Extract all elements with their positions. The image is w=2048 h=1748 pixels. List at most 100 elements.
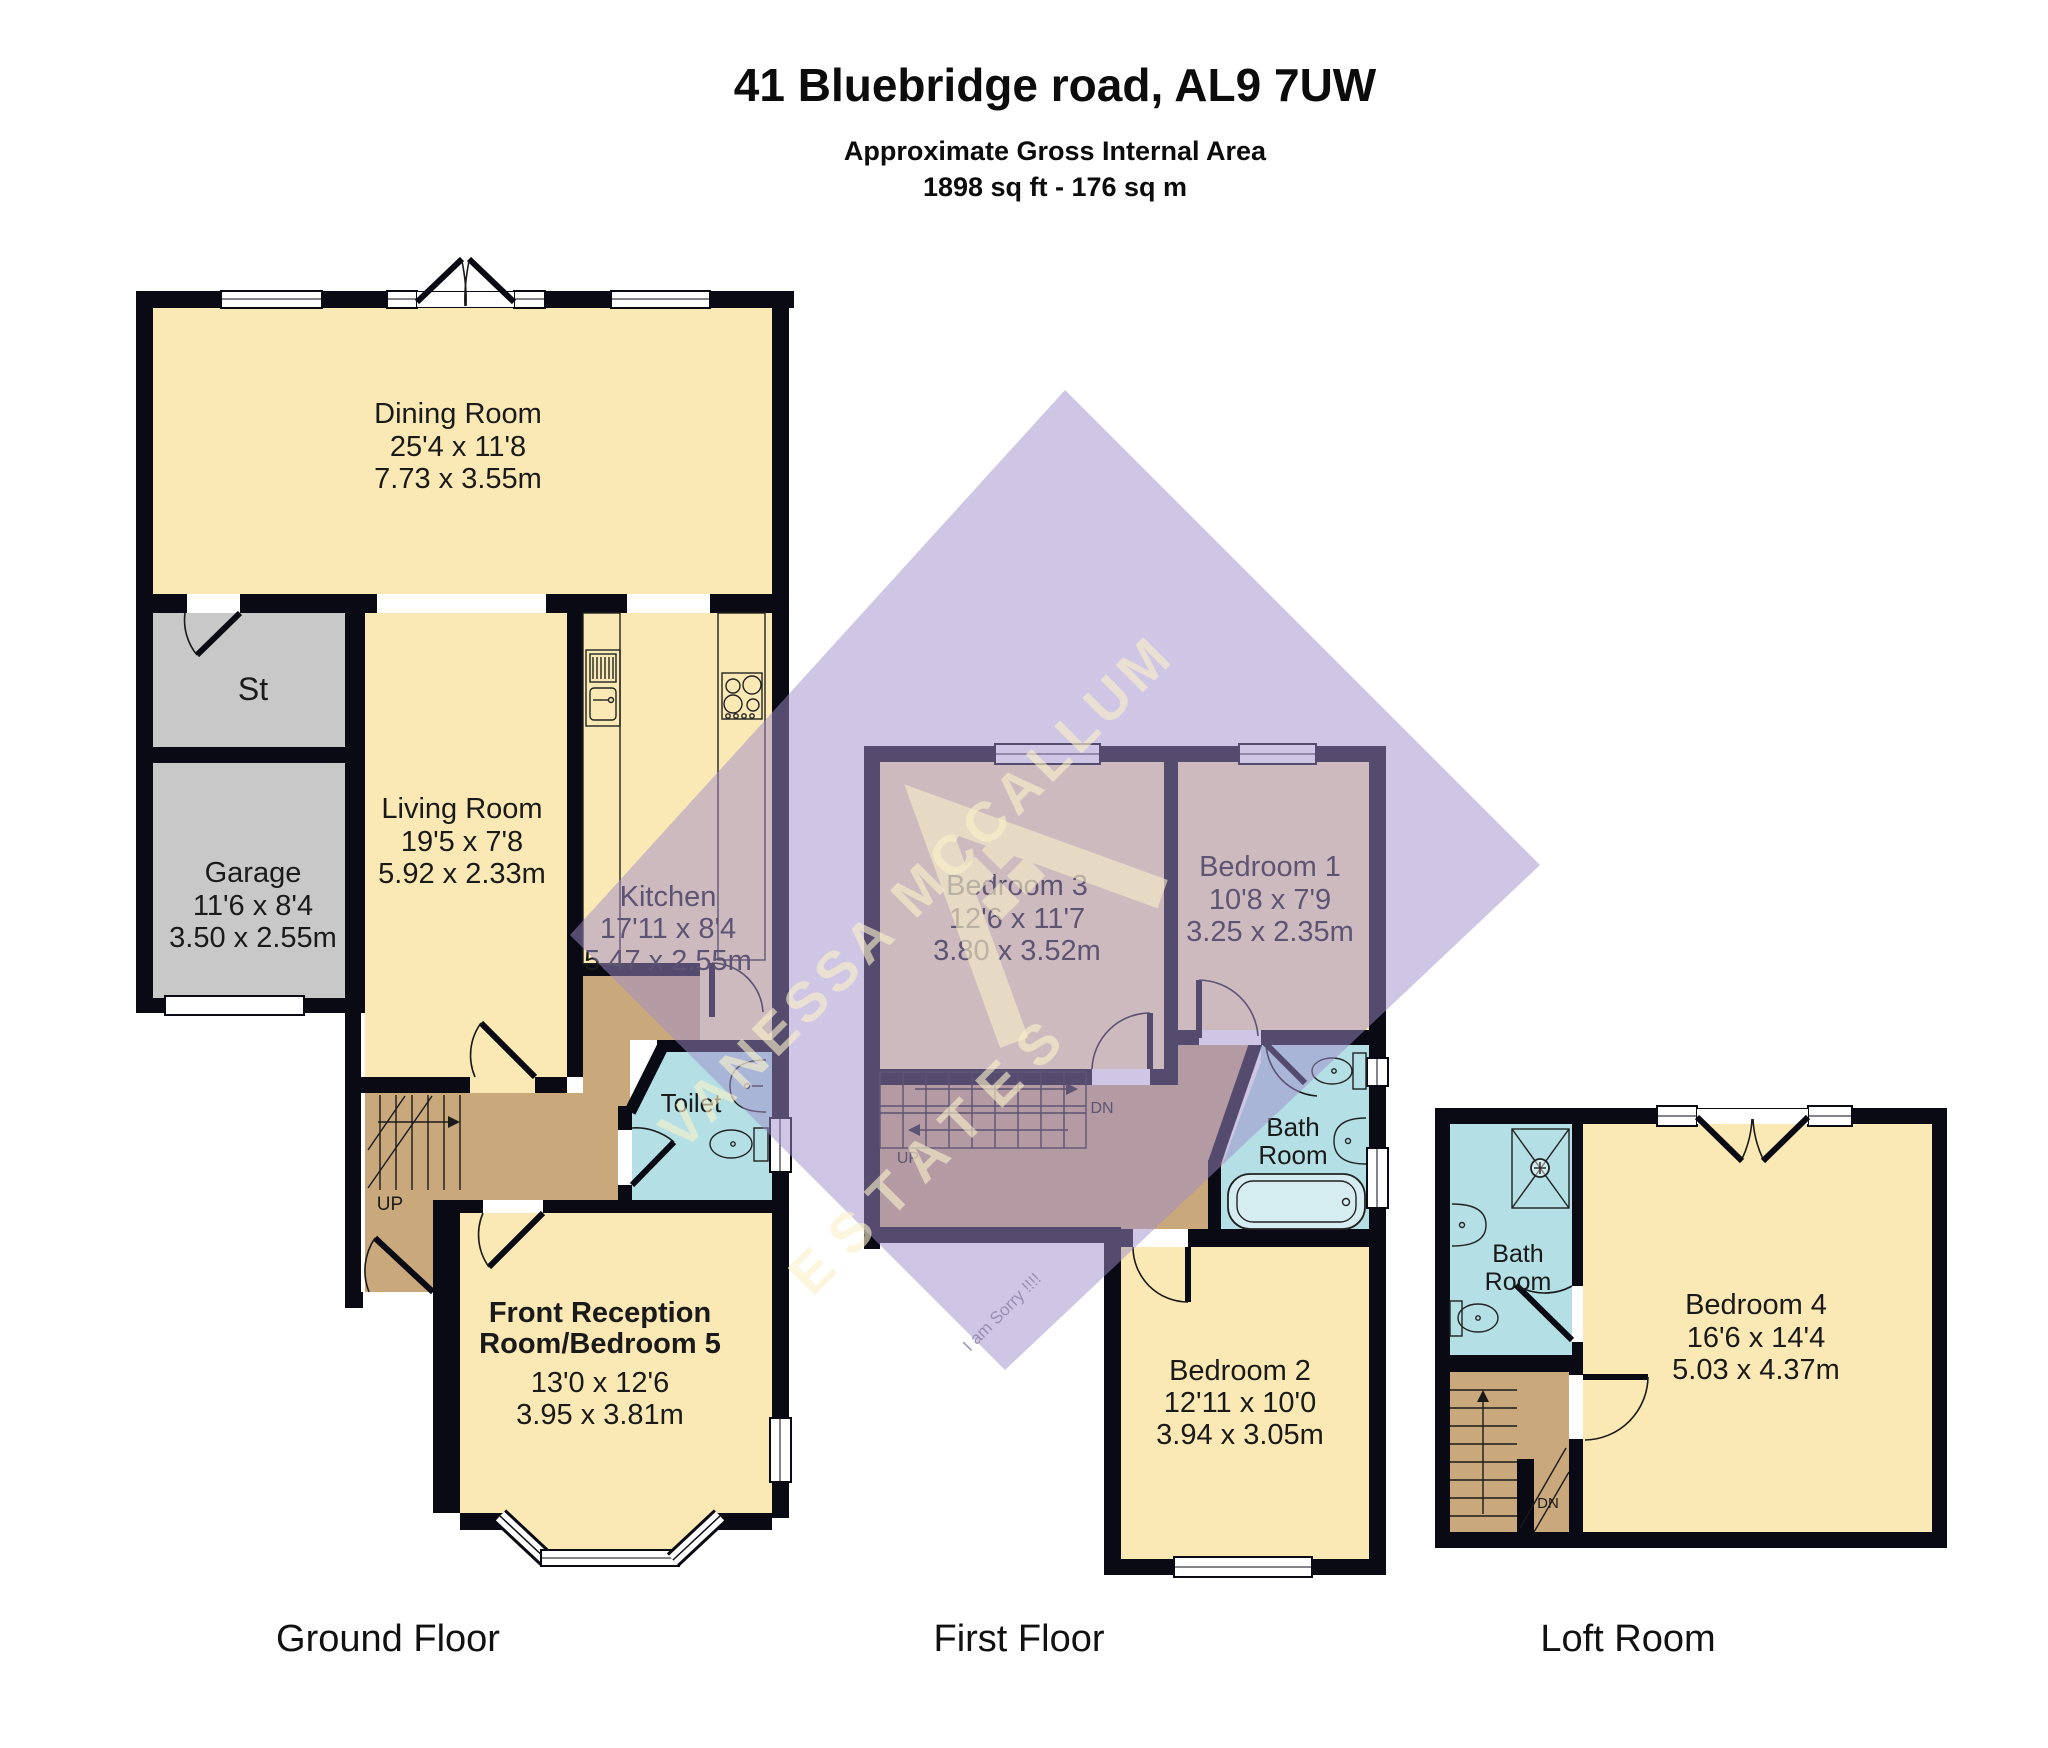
living-room-label: Living Room xyxy=(381,793,542,825)
garage-door-icon xyxy=(164,995,305,1016)
wall xyxy=(1104,1227,1121,1575)
wall xyxy=(567,613,583,1077)
caption-ground-floor: Ground Floor xyxy=(276,1618,500,1660)
bathroom-loft-label2: Room xyxy=(1485,1268,1552,1296)
front-reception-label2: Room/Bedroom 5 xyxy=(479,1328,721,1360)
bedroom1-label: Bedroom 1 xyxy=(1199,851,1341,883)
caption-first-floor: First Floor xyxy=(933,1618,1105,1660)
wall xyxy=(345,594,365,1013)
storage-label: St xyxy=(238,671,268,707)
living-room-metric: 5.92 x 2.33m xyxy=(378,858,546,890)
wall xyxy=(546,594,627,613)
door-living xyxy=(469,1020,538,1080)
bedroom4-room xyxy=(1583,1124,1932,1532)
bay-window-icon xyxy=(493,1509,727,1567)
living-room xyxy=(365,613,567,1093)
living-room-imperial: 19'5 x 7'8 xyxy=(401,826,523,858)
door-bedroom4 xyxy=(1569,1374,1649,1441)
wall xyxy=(535,1077,567,1093)
window xyxy=(513,290,546,309)
window xyxy=(220,290,323,309)
garage-metric: 3.50 x 2.55m xyxy=(169,922,337,954)
bathroom-loft-label1: Bath xyxy=(1492,1240,1543,1268)
wall xyxy=(433,1213,460,1513)
window xyxy=(610,290,711,309)
bedroom1-imperial: 10'8 x 7'9 xyxy=(1209,884,1331,916)
wall xyxy=(136,594,377,613)
stairs-up-label: UP xyxy=(897,1150,919,1167)
wall xyxy=(657,1040,772,1052)
bedroom2-imperial: 12'11 x 10'0 xyxy=(1164,1387,1316,1419)
bedroom3-label: Bedroom 3 xyxy=(946,870,1088,902)
bedroom2-label: Bedroom 2 xyxy=(1169,1355,1311,1387)
kitchen-imperial: 17'11 x 8'4 xyxy=(600,913,736,945)
bathtub-icon xyxy=(1227,1173,1366,1230)
bedroom3-imperial: 12'6 x 11'7 xyxy=(949,903,1085,935)
toilet-label: Toilet xyxy=(661,1088,722,1118)
window xyxy=(1656,1105,1698,1127)
wall xyxy=(136,747,361,763)
wall xyxy=(1435,1108,1450,1548)
wall xyxy=(345,1077,470,1093)
wall xyxy=(1517,1459,1534,1532)
bedroom2-metric: 3.94 x 3.05m xyxy=(1156,1419,1324,1451)
first-floor-plan: Bedroom 3 12'6 x 11'7 3.80 x 3.52m Bedro… xyxy=(864,743,1389,1578)
garage-label: Garage xyxy=(205,857,302,889)
wall xyxy=(864,1227,1120,1243)
window xyxy=(1366,1147,1389,1209)
stairs-dn-label: DN xyxy=(1090,1100,1113,1117)
wall xyxy=(460,1513,503,1530)
wall xyxy=(1932,1108,1947,1548)
wall xyxy=(1572,1124,1583,1372)
storage-room xyxy=(153,613,345,747)
kitchen-label: Kitchen xyxy=(620,881,717,913)
loft-plan: Bath Room Bedroom 4 16'6 x 14'4 5.03 x 4… xyxy=(1435,1105,1947,1548)
wall xyxy=(1208,1160,1221,1235)
bathroom-first-label1: Bath xyxy=(1266,1112,1320,1142)
kitchen-metric: 5.47 x 2.55m xyxy=(584,945,752,977)
wall xyxy=(345,1013,361,1308)
garage-imperial: 11'6 x 8'4 xyxy=(193,890,313,922)
bathroom-first-label2: Room xyxy=(1258,1140,1327,1170)
bedroom3-metric: 3.80 x 3.52m xyxy=(933,935,1101,967)
window xyxy=(1238,743,1317,765)
wall xyxy=(136,291,153,1013)
wall xyxy=(1435,1532,1947,1548)
dining-room-label: Dining Room xyxy=(374,398,542,430)
wall xyxy=(710,594,772,613)
caption-loft-room: Loft Room xyxy=(1540,1618,1716,1660)
window xyxy=(994,743,1101,765)
bedroom4-label: Bedroom 4 xyxy=(1685,1289,1827,1321)
french-doors-icon xyxy=(414,256,517,307)
bedroom1-metric: 3.25 x 2.35m xyxy=(1186,916,1354,948)
wall xyxy=(1164,762,1178,1069)
front-reception-metric: 3.95 x 3.81m xyxy=(516,1399,684,1431)
page-area: 1898 sq ft - 176 sq m xyxy=(922,172,1188,202)
window xyxy=(1173,1556,1313,1578)
window xyxy=(1807,1105,1853,1127)
bedroom4-imperial: 16'6 x 14'4 xyxy=(1687,1322,1825,1354)
window xyxy=(1366,1057,1389,1087)
wall xyxy=(1450,1355,1583,1372)
window xyxy=(769,1117,792,1173)
stairs-loft xyxy=(1450,1389,1570,1533)
front-door xyxy=(363,1235,436,1308)
page-title: 41 Bluebridge road, AL9 7UW xyxy=(733,59,1377,111)
front-reception-imperial: 13'0 x 12'6 xyxy=(531,1367,669,1399)
window xyxy=(769,1417,792,1483)
garage-room xyxy=(153,763,345,998)
wall xyxy=(864,746,880,1249)
door-front-reception xyxy=(477,1200,546,1270)
stairs-up-label: UP xyxy=(377,1194,403,1215)
dining-room-metric: 7.73 x 3.55m xyxy=(374,463,542,495)
bedroom4-metric: 5.03 x 4.37m xyxy=(1672,1354,1840,1386)
stairs-ground xyxy=(367,1095,461,1190)
stairs-dn-label: DN xyxy=(1537,1495,1559,1512)
page-subtitle: Approximate Gross Internal Area xyxy=(843,136,1267,166)
dining-room-imperial: 25'4 x 11'8 xyxy=(390,431,526,463)
window xyxy=(386,290,418,309)
ground-floor-plan: Dining Room 25'4 x 11'8 7.73 x 3.55m St … xyxy=(136,256,794,1567)
wall xyxy=(717,1513,772,1530)
door-storage xyxy=(183,594,243,658)
